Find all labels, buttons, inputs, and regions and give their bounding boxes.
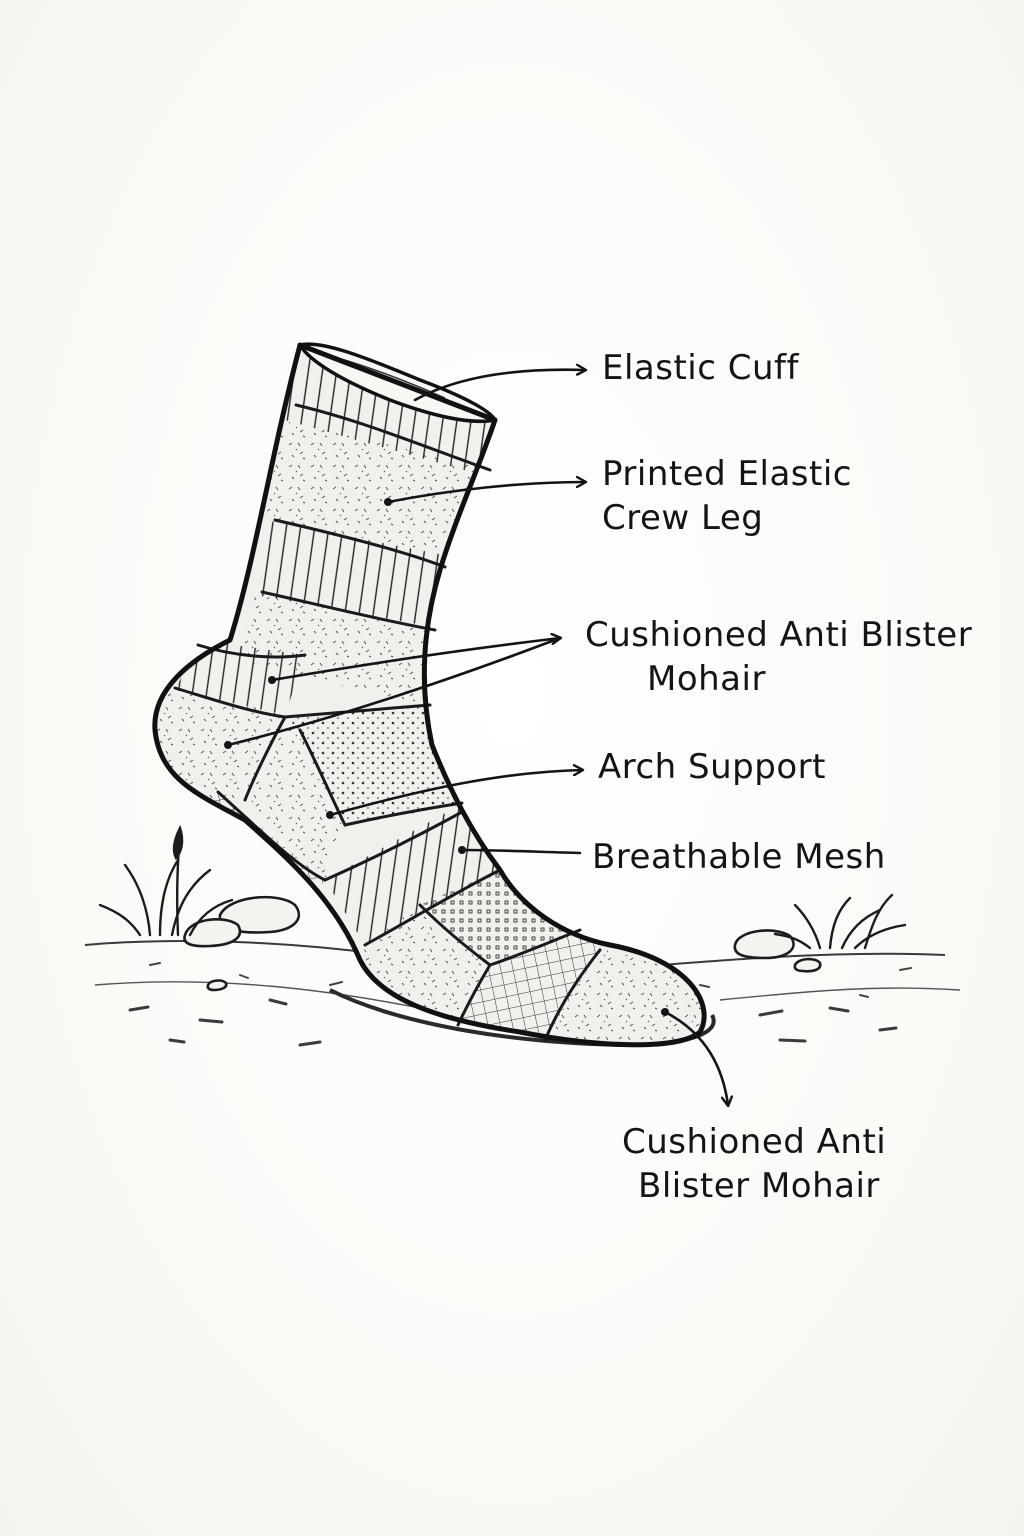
label-elastic-cuff: Elastic Cuff (602, 346, 799, 390)
grass-right (775, 895, 905, 948)
label-cushion-bottom-line2: Blister Mohair (622, 1164, 886, 1208)
label-arch-support: Arch Support (598, 745, 826, 789)
label-cushion-bottom: Cushioned Anti Blister Mohair (622, 1120, 886, 1208)
label-crew-leg-line2: Crew Leg (602, 496, 852, 540)
label-cushion-top-line2: Mohair (585, 657, 972, 701)
label-crew-leg: Printed Elastic Crew Leg (602, 452, 852, 540)
label-arch-support-text: Arch Support (598, 745, 826, 789)
label-breathable-mesh-text: Breathable Mesh (592, 835, 886, 879)
label-cushion-bottom-line1: Cushioned Anti (622, 1120, 886, 1164)
label-breathable-mesh: Breathable Mesh (592, 835, 886, 879)
label-crew-leg-line1: Printed Elastic (602, 452, 852, 496)
label-cushion-top-line1: Cushioned Anti Blister (585, 613, 972, 657)
label-elastic-cuff-text: Elastic Cuff (602, 346, 799, 390)
label-cushion-top: Cushioned Anti Blister Mohair (585, 613, 972, 701)
